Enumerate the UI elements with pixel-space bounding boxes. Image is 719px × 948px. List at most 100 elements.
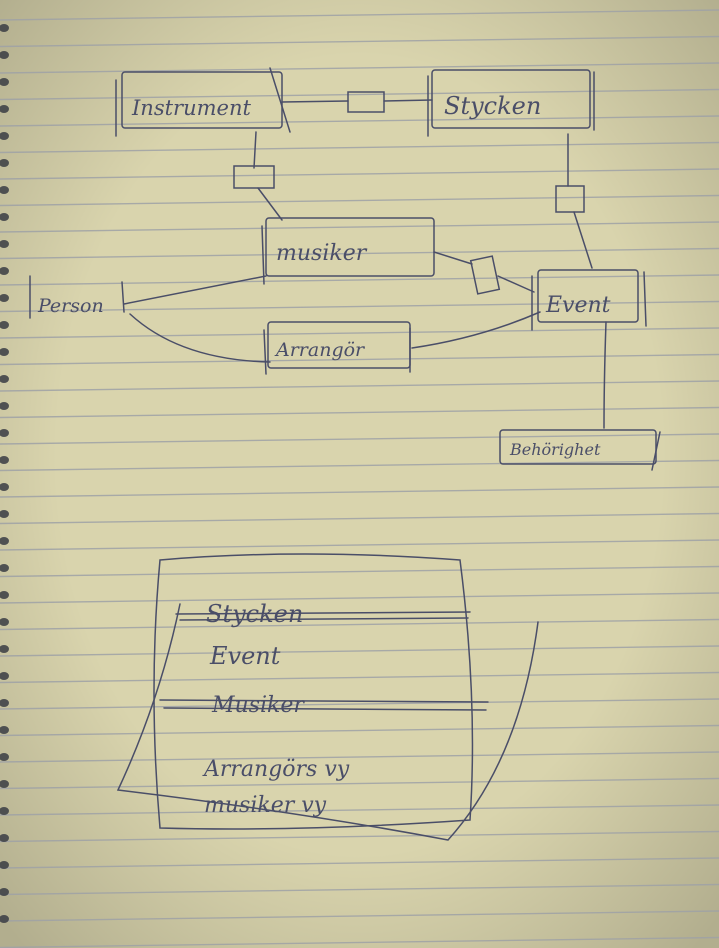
binding-hole [0, 213, 9, 221]
ruled-line [0, 35, 719, 48]
binding-hole [0, 645, 9, 653]
binding-hole [0, 240, 9, 248]
binding-hole [0, 24, 9, 32]
ruled-line [0, 88, 719, 101]
binding-hole [0, 591, 9, 599]
binding-hole [0, 699, 9, 707]
ruled-line [0, 433, 719, 445]
ruled-line [0, 539, 719, 551]
ruled-line [0, 141, 719, 154]
ruled-line [0, 804, 719, 816]
ruled-line [0, 565, 719, 578]
binding-hole [0, 294, 9, 302]
connector-line [603, 321, 607, 429]
entity-stycken: Stycken [427, 69, 595, 137]
binding-hole [0, 105, 9, 113]
ruled-line [0, 936, 719, 948]
connector-line [129, 313, 271, 363]
ruled-line [0, 221, 719, 233]
ruled-line [0, 406, 719, 419]
binding-hole [0, 267, 9, 275]
view-outer-frame [116, 603, 539, 841]
entity-instrument: Instrument [115, 67, 291, 137]
note-musiker-view: musiker vy [204, 793, 327, 818]
ruled-line [0, 645, 719, 657]
relationship-box [469, 255, 501, 295]
binding-hole [0, 159, 9, 167]
ruled-line [0, 724, 719, 737]
entity-musiker: musiker [261, 217, 435, 285]
binding-hole [0, 537, 9, 545]
ruled-line [0, 168, 719, 180]
ruled-line [0, 327, 719, 339]
relationship-box [555, 185, 585, 213]
binding-hole [0, 915, 9, 923]
strikethrough-line [179, 617, 469, 621]
binding-hole [0, 375, 9, 383]
ruled-line [0, 698, 719, 710]
connector-line [281, 100, 349, 103]
binding-hole [0, 753, 9, 761]
spiral-binding [0, 24, 9, 923]
entity-label: Behörighet [509, 440, 601, 459]
connector-line [257, 187, 283, 221]
binding-hole [0, 321, 9, 329]
ruled-line [0, 592, 719, 604]
strikethrough-line [163, 707, 487, 711]
binding-hole [0, 780, 9, 788]
relationship-box [347, 91, 385, 113]
note-event: Event [209, 642, 281, 670]
binding-hole [0, 456, 9, 464]
binding-hole [0, 483, 9, 491]
strikethrough-line [159, 699, 489, 703]
view-frame [153, 553, 474, 830]
view-sketch: Stycken Event Musiker Arrangörs vy musik… [116, 553, 539, 841]
ruled-line [0, 380, 719, 392]
binding-hole [0, 834, 9, 842]
ruled-line [0, 194, 719, 207]
ruled-line [0, 274, 719, 286]
binding-hole [0, 510, 9, 518]
ruled-line [0, 247, 719, 260]
binding-hole [0, 78, 9, 86]
ruled-line [0, 618, 719, 631]
binding-hole [0, 51, 9, 59]
note-arrangor-view: Arrangörs vy [202, 757, 350, 782]
ruled-line [0, 353, 719, 366]
binding-hole [0, 348, 9, 356]
ruled-line [0, 777, 719, 790]
binding-hole [0, 564, 9, 572]
ruled-line [0, 910, 719, 922]
entity-event: Event [531, 269, 647, 331]
note-musiker: Musiker [211, 693, 305, 718]
entity-label: Instrument [131, 96, 251, 120]
ruled-line [0, 486, 719, 498]
strikethrough-line [175, 611, 471, 615]
entity-label: musiker [276, 241, 368, 266]
connector-line [497, 275, 535, 293]
binding-hole [0, 672, 9, 680]
connector-line [383, 99, 433, 102]
binding-hole [0, 807, 9, 815]
entity-label: Person [37, 295, 104, 317]
ruled-line [0, 830, 719, 843]
entity-label: Arrangör [274, 339, 366, 361]
ruled-line [0, 857, 719, 869]
ruled-line [0, 62, 719, 74]
entity-label: Event [545, 293, 611, 318]
ruled-line [0, 883, 719, 896]
er-diagram: Instrument Stycken musiker Person [29, 67, 661, 471]
binding-hole [0, 618, 9, 626]
ruled-line [0, 9, 719, 21]
ruled-line [0, 671, 719, 684]
connector-line [411, 311, 541, 349]
ruled-line [0, 300, 719, 313]
entity-person: Person [29, 275, 125, 319]
binding-hole [0, 429, 9, 437]
connector-line [253, 131, 257, 169]
connector-line [123, 275, 267, 305]
relationship-box [233, 165, 275, 189]
binding-hole [0, 888, 9, 896]
